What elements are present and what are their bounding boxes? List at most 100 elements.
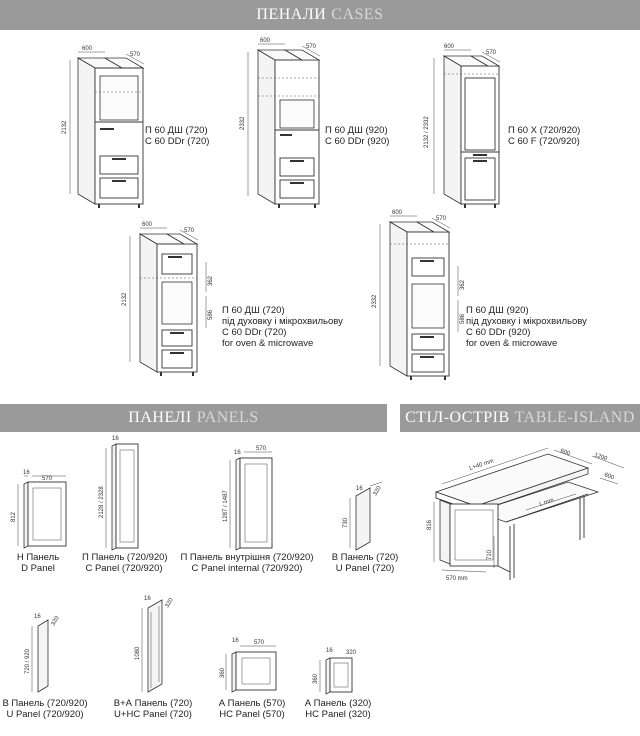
case-5-line4: for oven & microwave (466, 338, 558, 349)
case-5-lower-dim: 586 (460, 313, 466, 324)
case-4-label: П 60 ДШ (720) під духовку і мікрохвильов… (222, 305, 343, 349)
case-5-width-dim: 600 (392, 210, 403, 216)
panel-3-drawing: 16 570 1287 / 1487 (223, 446, 273, 551)
case-4-width-dim: 600 (142, 222, 153, 228)
case-2-drawing: 600 570 2332 (240, 38, 321, 208)
case-1-depth-dim: 570 (130, 52, 141, 58)
case-2-label: П 60 ДШ (920) С 60 DDr (920) (325, 125, 389, 147)
case-2-height-dim: 2332 (240, 116, 246, 130)
panel-8-thickness-dim: 16 (326, 648, 333, 654)
panel-5-line2: U Panel (720/920) (6, 709, 84, 720)
panel-8-drawing: 16 320 360 (313, 648, 357, 695)
case-2-width-dim: 600 (260, 38, 271, 44)
panel-4-line1: В Панель (720) (331, 552, 399, 563)
panel-1-width-dim: 570 (42, 476, 53, 482)
panel-6-line1: В+А Панель (720) (113, 698, 193, 709)
panel-8-label: А Панель (320) HC Panel (320) (298, 698, 378, 720)
panel-4-height-dim: 730 (343, 517, 349, 528)
panel-6-width-dim: 320 (165, 597, 176, 609)
cases-title-en: CASES (331, 6, 384, 23)
panel-3-height-dim: 1287 / 1487 (223, 490, 229, 522)
case-1-line1: П 60 ДШ (720) (145, 125, 208, 136)
panel-6-height-dim: 1080 (135, 646, 141, 660)
island-drawing: L+40 mm 600 1200 600 L mm 816 710 570 mm (427, 447, 625, 582)
case-5-upper-dim: 362 (460, 279, 466, 290)
panel-1-label: Н Панель D Panel (10, 552, 66, 574)
panel-3-thickness-dim: 16 (234, 450, 241, 456)
island-depth-2-dim: 1200 (593, 452, 608, 462)
panel-7-line1: А Панель (570) (218, 698, 286, 709)
panels-title-en: PANELS (196, 409, 259, 426)
panel-2-label: П Панель (720/920) C Panel (720/920) (82, 552, 168, 574)
case-1-drawing: 600 570 2132 (62, 46, 145, 208)
island-depth-3-dim: 600 (603, 472, 615, 481)
panel-6-drawing: 16 320 1080 (135, 596, 176, 693)
panel-8-line1: А Панель (320) (304, 698, 372, 709)
panel-3-line2: C Panel internal (720/920) (191, 563, 303, 574)
case-4-height-dim: 2132 (122, 292, 128, 306)
case-3-label: П 60 Х (720/920) С 60 F (720/920) (508, 125, 580, 147)
panel-5-width-dim: 320 (51, 615, 62, 627)
panel-5-drawing: 16 320 720 / 920 (25, 614, 62, 693)
panel-2-line1: П Панель (720/920) (82, 552, 168, 563)
island-title-en: TABLE-ISLAND (514, 409, 635, 426)
case-4-drawing: 600 570 2132 362 586 (122, 222, 214, 376)
case-1-height-dim: 2132 (62, 120, 68, 134)
panel-2-thickness-dim: 16 (112, 436, 119, 442)
panel-7-thickness-dim: 16 (232, 638, 239, 644)
panel-1-thickness-dim: 16 (23, 470, 30, 476)
panel-3-line1: П Панель внутрішня (720/920) (180, 552, 314, 563)
panel-7-line2: HC Panel (570) (219, 709, 285, 720)
panel-8-width-dim: 320 (346, 650, 357, 656)
island-title-ua: СТІЛ-ОСТРІВ (405, 409, 510, 426)
case-5-drawing: 600 570 2332 362 586 (372, 210, 466, 380)
panel-1-drawing: 16 570 812 (11, 470, 67, 549)
island-depth-1-dim: 600 (559, 448, 571, 457)
case-3-line1: П 60 Х (720/920) (508, 125, 581, 136)
case-3-depth-dim: 570 (486, 50, 497, 56)
island-top-length-dim: L+40 mm (469, 458, 495, 471)
panel-8-height-dim: 360 (313, 673, 319, 684)
case-3-line2: С 60 F (720/920) (508, 136, 580, 147)
panel-8-line2: HC Panel (320) (305, 709, 371, 720)
case-5-line3: С 60 DDr (920) (466, 327, 531, 338)
case-1-width-dim: 600 (82, 46, 93, 52)
panel-6-thickness-dim: 16 (144, 596, 151, 602)
case-4-line3: С 60 DDr (720) (222, 327, 287, 338)
panel-5-label: В Панель (720/920) U Panel (720/920) (2, 698, 88, 720)
case-4-lower-dim: 586 (208, 309, 214, 320)
case-4-depth-dim: 570 (184, 228, 195, 234)
case-2-line1: П 60 ДШ (920) (325, 125, 388, 136)
island-base-dim: 570 mm (446, 576, 468, 582)
panel-4-label: В Панель (720) U Panel (720) (328, 552, 402, 574)
panel-4-width-dim: 320 (373, 485, 384, 497)
panel-4-thickness-dim: 16 (356, 486, 363, 492)
case-4-upper-dim: 362 (208, 275, 214, 286)
panel-2-height-dim: 2128 / 2328 (99, 486, 105, 518)
panels-title-ua: ПАНЕЛІ (128, 409, 192, 426)
panel-7-height-dim: 360 (220, 667, 226, 678)
panel-6-label: В+А Панель (720) U+HC Panel (720) (110, 698, 196, 720)
panel-5-line1: В Панель (720/920) (2, 698, 88, 709)
panel-4-line2: U Panel (720) (335, 563, 395, 574)
island-length-dim: L mm (539, 498, 555, 508)
case-3-width-dim: 600 (444, 44, 455, 50)
case-2-line2: С 60 DDr (920) (325, 136, 390, 147)
panel-7-label: А Панель (570) HC Panel (570) (214, 698, 290, 720)
panel-6-line2: U+HC Panel (720) (114, 709, 192, 720)
case-5-label: П 60 ДШ (920) під духовку і мікрохвильов… (466, 305, 587, 349)
case-4-line4: for oven & microwave (222, 338, 314, 349)
island-height-dim: 816 (427, 519, 433, 530)
panel-2-drawing: 16 2128 / 2328 (99, 436, 139, 551)
case-5-height-dim: 2332 (372, 294, 378, 308)
case-4-line2: під духовку і мікрохвильову (222, 316, 343, 327)
panel-1-line1: Н Панель (16, 552, 60, 563)
panel-2-line2: C Panel (720/920) (85, 563, 163, 574)
panel-5-height-dim: 720 / 920 (25, 648, 31, 674)
case-1-line2: С 60 DDr (720) (145, 136, 210, 147)
case-3-height-dim: 2132 / 2332 (424, 116, 430, 148)
panel-3-label: П Панель внутрішня (720/920) C Panel int… (180, 552, 314, 574)
